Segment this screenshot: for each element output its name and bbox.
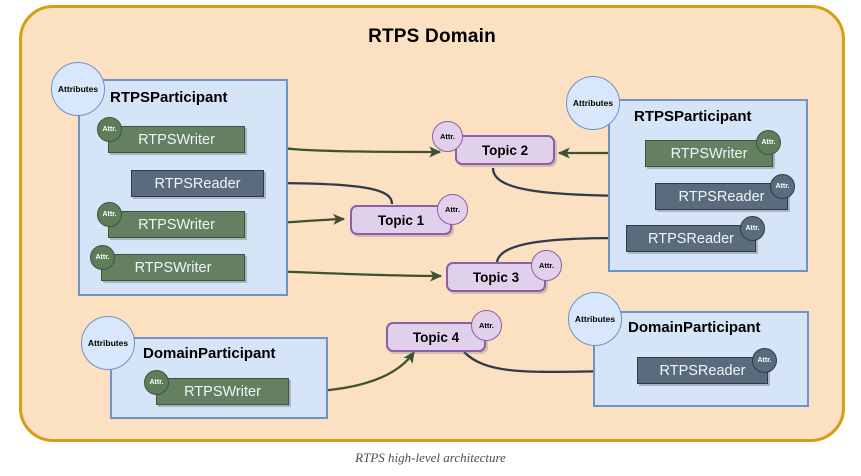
participant-bottom-right-reader-1[interactable]: RTPSReader <box>637 357 768 384</box>
attributes-circle-participant-left[interactable]: Attributes <box>51 62 105 116</box>
attributes-label: Attributes <box>574 314 616 324</box>
attr-badge-label: Attr. <box>149 379 164 386</box>
endpoint-label: RTPSReader <box>154 175 241 192</box>
attr-badge-topic-2[interactable]: Attr. <box>432 121 463 152</box>
attributes-label: Attributes <box>572 98 614 108</box>
endpoint-label: RTPSWriter <box>184 383 261 400</box>
attr-badge-topic-3[interactable]: Attr. <box>531 250 562 281</box>
endpoint-label: RTPSWriter <box>138 131 215 148</box>
participant-bottom-left-writer-1[interactable]: RTPSWriter <box>156 378 289 405</box>
edge-topic1-to-reader1 <box>266 177 394 205</box>
attr-badge-writer-1[interactable]: Attr. <box>97 117 122 142</box>
participant-right-reader-2[interactable]: RTPSReader <box>626 225 756 252</box>
topic-4-box[interactable]: Topic 4 <box>386 322 486 352</box>
endpoint-label: RTPSWriter <box>134 259 212 276</box>
attr-badge-label: Attr. <box>761 139 776 146</box>
attributes-circle-participant-right[interactable]: Attributes <box>566 76 620 130</box>
attr-badge-bottom-left-writer-1[interactable]: Attr. <box>144 370 169 395</box>
topic-2-box[interactable]: Topic 2 <box>455 135 555 165</box>
attributes-circle-participant-bottom-left[interactable]: Attributes <box>81 316 135 370</box>
participant-bottom-right-title: DomainParticipant <box>628 319 761 336</box>
topic-label: Topic 1 <box>377 212 425 228</box>
attr-badge-right-reader-1[interactable]: Attr. <box>770 174 795 199</box>
attr-badge-label: Attr. <box>440 132 455 141</box>
endpoint-label: RTPSReader <box>659 362 746 379</box>
participant-left-writer-2[interactable]: RTPSWriter <box>108 211 245 238</box>
participant-left-writer-3[interactable]: RTPSWriter <box>101 254 245 281</box>
edge-topic3-to-rreader2 <box>495 232 622 263</box>
participant-left-title: RTPSParticipant <box>110 89 228 106</box>
attr-badge-label: Attr. <box>539 261 554 270</box>
endpoint-label: RTPSReader <box>678 188 765 205</box>
attr-badge-label: Attr. <box>479 321 494 330</box>
topic-3-box[interactable]: Topic 3 <box>446 262 546 292</box>
participant-right-title: RTPSParticipant <box>634 108 752 125</box>
attr-badge-label: Attr. <box>102 126 117 133</box>
attr-badge-label: Attr. <box>95 254 110 261</box>
attr-badge-right-writer-1[interactable]: Attr. <box>756 130 781 155</box>
figure-caption: RTPS high-level architecture <box>355 450 506 465</box>
participant-left-writer-1[interactable]: RTPSWriter <box>108 126 245 153</box>
endpoint-label: RTPSWriter <box>138 216 215 233</box>
topic-label: Topic 3 <box>472 269 520 285</box>
attr-badge-topic-4[interactable]: Attr. <box>471 310 502 341</box>
attr-badge-label: Attr. <box>775 183 790 190</box>
topic-1-box[interactable]: Topic 1 <box>350 205 452 235</box>
endpoint-label: RTPSReader <box>648 230 734 247</box>
topic-label: Topic 2 <box>481 142 529 158</box>
attr-badge-writer-2[interactable]: Attr. <box>97 202 122 227</box>
attributes-circle-participant-bottom-right[interactable]: Attributes <box>568 292 622 346</box>
attr-badge-right-reader-2[interactable]: Attr. <box>740 216 765 241</box>
attributes-label: Attributes <box>87 338 129 348</box>
attr-badge-label: Attr. <box>102 211 117 218</box>
page-title: RTPS Domain <box>368 26 496 47</box>
endpoint-label: RTPSWriter <box>670 145 748 162</box>
attr-badge-label: Attr. <box>757 357 772 364</box>
attr-badge-topic-1[interactable]: Attr. <box>437 194 468 225</box>
participant-right-reader-1[interactable]: RTPSReader <box>655 183 788 210</box>
topic-label: Topic 4 <box>412 329 460 345</box>
attr-badge-bottom-right-reader-1[interactable]: Attr. <box>752 348 777 373</box>
attr-badge-writer-3[interactable]: Attr. <box>90 245 115 270</box>
attr-badge-label: Attr. <box>745 225 760 232</box>
attributes-label: Attributes <box>57 84 99 94</box>
participant-right-writer-1[interactable]: RTPSWriter <box>645 140 773 167</box>
participant-left-reader-1[interactable]: RTPSReader <box>131 170 264 197</box>
attr-badge-label: Attr. <box>445 205 460 214</box>
participant-bottom-left-title: DomainParticipant <box>143 345 276 362</box>
